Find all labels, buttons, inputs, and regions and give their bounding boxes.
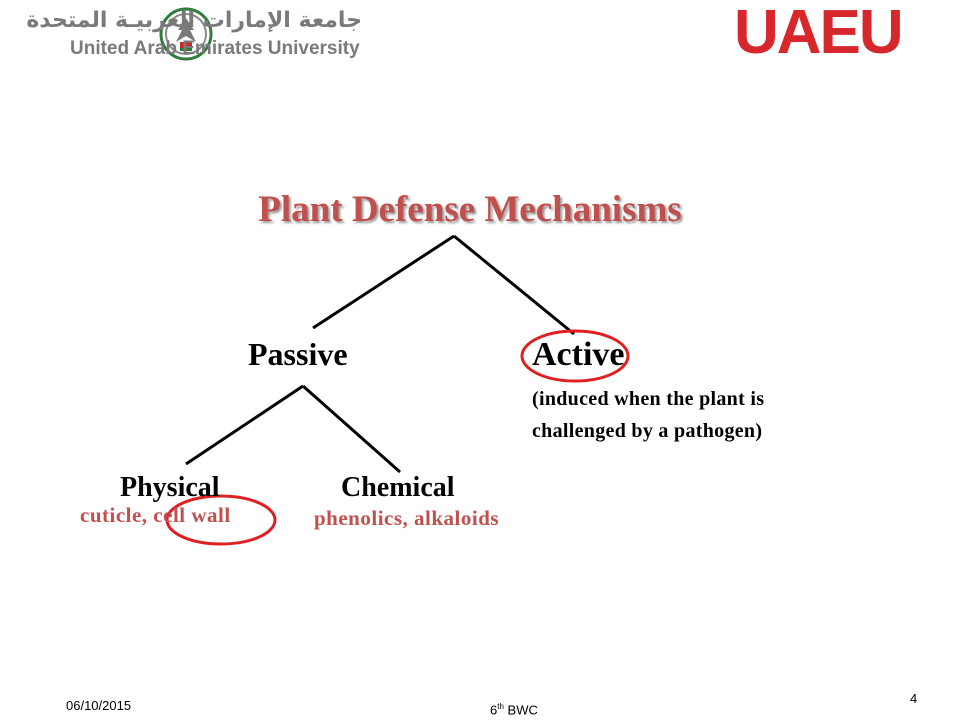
edge-root-passive — [312, 234, 455, 330]
cell-wall-highlight-circle — [165, 494, 277, 546]
conference-ordinal: th — [497, 702, 504, 711]
conference-name: BWC — [503, 702, 538, 718]
slide-date: 06/10/2015 — [66, 698, 132, 713]
conference-number: 6 — [490, 702, 498, 718]
university-name-english: United Arab Emirates University — [70, 38, 360, 59]
node-physical: Physical — [120, 472, 220, 503]
page-number: 4 — [910, 691, 918, 706]
active-description-line2: challenged by a pathogen) — [532, 420, 763, 442]
edge-passive-chemical — [302, 384, 401, 474]
conference-label: 6th BWC — [490, 702, 538, 717]
chemical-examples: phenolics, alkaloids — [314, 506, 500, 530]
uaeu-brand-logo: UAEU — [734, 0, 904, 67]
slide-title: Plant Defense Mechanisms — [258, 189, 682, 230]
edge-root-active — [453, 234, 575, 336]
node-active: Active — [532, 336, 625, 373]
active-description-line1: (induced when the plant is — [532, 388, 765, 410]
active-highlight-circle — [520, 329, 630, 383]
university-name-arabic: جامعة الإمارات العربيـة المتحدة — [26, 8, 362, 33]
edge-passive-physical — [185, 384, 304, 466]
university-emblem-icon — [159, 7, 213, 61]
node-chemical: Chemical — [341, 472, 455, 503]
physical-examples: cuticle, cell wall — [80, 503, 231, 527]
node-passive: Passive — [248, 336, 348, 372]
